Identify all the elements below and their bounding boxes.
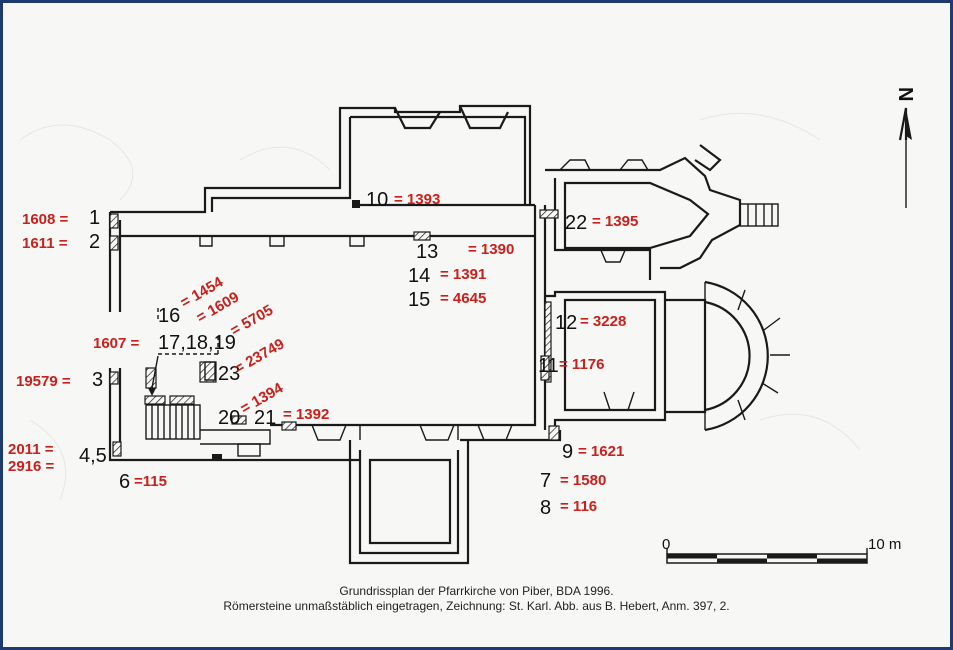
number-2: 2 xyxy=(89,231,100,253)
number-8: 8 xyxy=(540,497,551,519)
label-1611: 1611 = xyxy=(22,235,68,252)
figure-caption: Grundrissplan der Pfarrkirche von Piber,… xyxy=(0,584,953,614)
label-19579: 19579 = xyxy=(16,373,71,390)
stone-group-bracket xyxy=(148,308,219,396)
number-21: 21 xyxy=(254,407,276,429)
number-11: 11 xyxy=(538,355,559,377)
number-14: 14 xyxy=(408,265,430,287)
label-115: =115 xyxy=(134,473,167,490)
figure-frame xyxy=(3,3,950,647)
label-1176: = 1176 xyxy=(559,356,604,373)
number-6: 6 xyxy=(119,471,130,493)
label-1395: = 1395 xyxy=(592,213,638,230)
number-12: 12 xyxy=(555,312,577,334)
caption-line-1: Grundrissplan der Pfarrkirche von Piber,… xyxy=(339,584,614,598)
scale-zero-label: 0 xyxy=(662,536,670,553)
number-23: 23 xyxy=(218,363,240,385)
caption-line-2: Römersteine unmaßstäblich eingetragen, Z… xyxy=(223,599,730,613)
steps xyxy=(145,361,271,457)
label-2011: 2011 = xyxy=(8,441,54,458)
stone-numbers: 1 2 3 4,5 6 7 8 9 10 11 12 13 14 15 16 1… xyxy=(79,189,587,519)
label-1390: = 1390 xyxy=(468,241,514,258)
label-116: = 116 xyxy=(560,498,597,515)
label-1391: = 1391 xyxy=(440,266,486,283)
number-1: 1 xyxy=(89,207,100,229)
scale-end-label: 10 m xyxy=(868,536,901,553)
piers xyxy=(199,105,649,441)
label-23749: = 23749 xyxy=(232,335,288,377)
label-2916: 2916 = xyxy=(8,458,55,475)
label-3228: = 3228 xyxy=(580,313,626,330)
number-15: 15 xyxy=(408,289,430,311)
label-1393: = 1393 xyxy=(394,191,440,208)
number-22: 22 xyxy=(565,212,587,234)
scale-bar: 0 10 m xyxy=(662,536,901,564)
number-3: 3 xyxy=(92,369,103,391)
number-16: 16 xyxy=(158,305,180,327)
label-1392: = 1392 xyxy=(283,406,329,423)
chapel-walls xyxy=(545,144,790,432)
label-4645: = 4645 xyxy=(440,290,486,307)
background-sketch xyxy=(19,112,861,501)
number-10: 10 xyxy=(366,189,388,211)
number-9: 9 xyxy=(562,441,573,463)
label-1607: 1607 = xyxy=(93,335,140,352)
number-13: 13 xyxy=(416,241,438,263)
north-arrow: N xyxy=(894,87,916,208)
label-1608: 1608 = xyxy=(22,211,69,228)
roman-stones xyxy=(109,200,560,460)
north-arrow-label: N xyxy=(894,87,916,101)
label-1621: = 1621 xyxy=(578,443,624,460)
number-17-18-19: 17,18,19 xyxy=(158,332,236,354)
number-20: 20 xyxy=(218,407,240,429)
number-7: 7 xyxy=(540,470,551,492)
number-4-5: 4,5 xyxy=(79,445,107,467)
label-1580: = 1580 xyxy=(560,472,606,489)
